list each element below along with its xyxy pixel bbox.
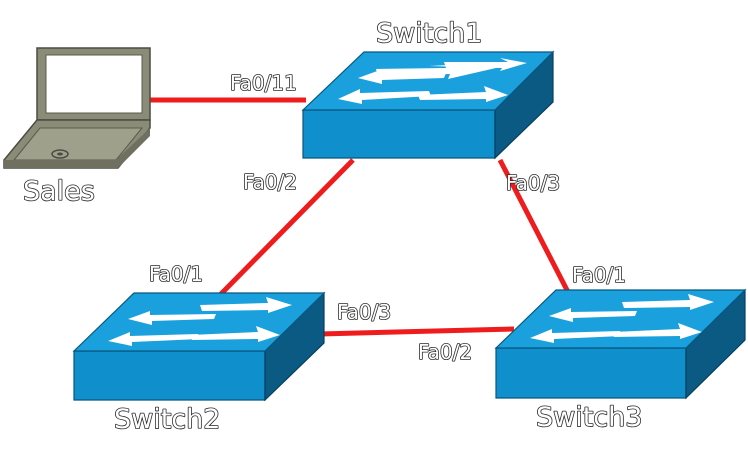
device-label-switch3: Switch3 [536, 402, 642, 433]
port-label-switch3-to-switch2: Fa0/2 [418, 340, 472, 364]
laptop-icon [3, 47, 151, 169]
port-label-switch3-to-switch1: Fa0/1 [572, 263, 626, 287]
link-switch1-switch2 [216, 158, 355, 299]
switch1-icon [301, 50, 555, 160]
port-label-switch1-to-switch3: Fa0/3 [506, 171, 560, 195]
port-label-switch1-to-switch2: Fa0/2 [243, 170, 297, 194]
port-label-switch2-to-switch3: Fa0/3 [337, 300, 391, 324]
link-switch1-switch3 [497, 158, 571, 294]
port-label-switch2-to-switch1: Fa0/1 [149, 262, 203, 286]
device-label-switch1: Switch1 [376, 18, 482, 49]
switch3-icon [494, 288, 747, 400]
switch2-icon [72, 291, 326, 402]
device-label-switch2: Switch2 [114, 404, 220, 435]
port-label-sales-switch1: Fa0/11 [230, 71, 297, 95]
device-label-sales: Sales [23, 176, 95, 207]
link-switch2-switch3 [319, 326, 515, 337]
links [148, 97, 571, 337]
